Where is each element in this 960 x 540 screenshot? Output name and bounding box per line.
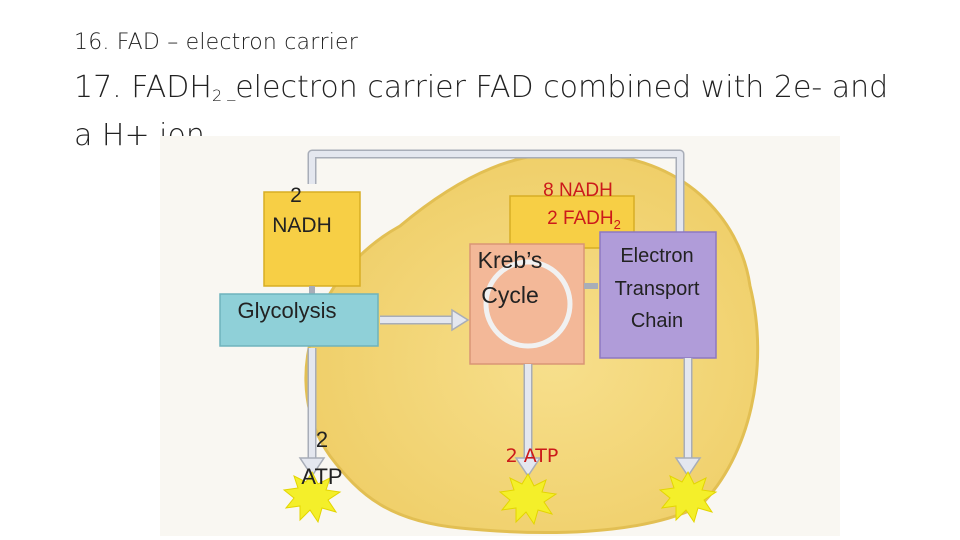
krebs-nadh-label: 8 NADH [543,180,613,201]
krebs-line2: Cycle [481,282,539,308]
nadh-box [263,191,361,287]
line17-subscript: 2 [211,86,223,105]
krebs-line1: Kreb’s [478,247,543,273]
atp-left-count: 2 [316,427,328,452]
electron-transport-chain-box [599,231,717,359]
atp-left-label: ATP [301,464,342,489]
line17-separator: _ [222,82,236,101]
atp-burst-left [282,470,342,524]
etc-line2: Transport [615,278,700,300]
glycolysis-box [219,293,379,347]
nadh-label: NADH [272,214,332,237]
atp-burst-middle [498,472,558,526]
line17-rest: electron carrier FAD combined with 2e- a… [74,70,889,153]
etc-line1: Electron [620,245,693,267]
slide-line-17: 17. FADH2 _electron carrier FAD combined… [74,68,894,156]
krebs-cycle-ring [483,259,573,349]
nadh-count: 2 [290,184,302,207]
atp-burst-right [658,470,718,524]
atp-middle-label: 2 ATP [506,445,559,467]
krebs-fadh-label: 2 FADH2 [547,208,621,232]
line17-prefix: 17. FADH [74,70,212,105]
cellular-respiration-diagram: 2 NADH Glycolysis 2 ATP 8 NADH 2 FADH2 K… [160,136,840,536]
etc-line3: Chain [631,310,683,332]
slide-line-16: 16. FAD – electron carrier [74,30,359,55]
glycolysis-label: Glycolysis [237,298,336,323]
